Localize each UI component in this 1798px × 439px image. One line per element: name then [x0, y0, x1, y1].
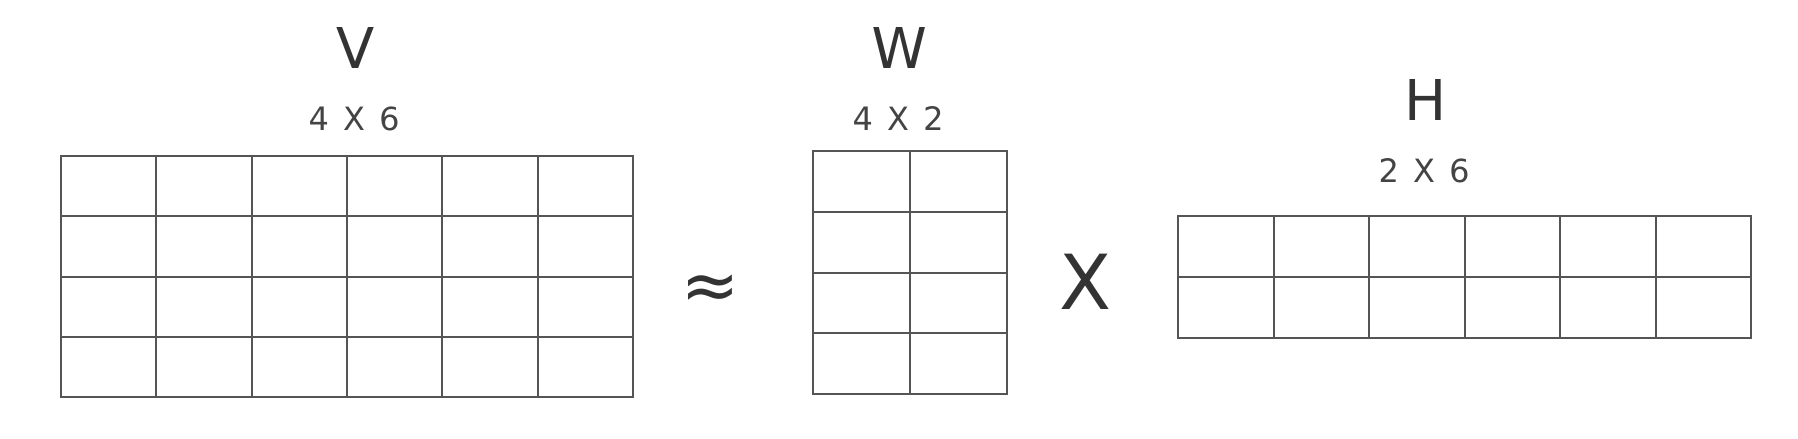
matrix-h-cell [1179, 217, 1275, 278]
matrix-v-cell [157, 337, 253, 398]
matrix-v-cell [252, 157, 348, 218]
matrix-w-grid [812, 150, 1008, 395]
matrix-v-cell [157, 217, 253, 278]
matrix-v-cell [443, 217, 539, 278]
matrix-h-grid [1177, 215, 1752, 339]
matrix-v-cell [348, 217, 444, 278]
matrix-h-cell [1274, 278, 1370, 339]
matrix-h-cell [1561, 217, 1657, 278]
matrix-v-cell [157, 277, 253, 338]
approx-operator: ≈ [680, 244, 740, 326]
matrix-v-cell [62, 277, 158, 338]
matrix-h-cell [1274, 217, 1370, 278]
matrix-w-title: W [871, 17, 927, 82]
matrix-v-cell [62, 217, 158, 278]
matrix-h-cell [1370, 217, 1466, 278]
matrix-w-dimensions: 4 X 2 [852, 100, 946, 138]
matrix-v-title: V [335, 17, 375, 82]
matrix-h-cell [1656, 278, 1752, 339]
matrix-v-cell [62, 337, 158, 398]
matrix-h-cell [1656, 217, 1752, 278]
matrix-h-cell [1465, 278, 1561, 339]
matrix-w-cell [911, 273, 1008, 335]
matrix-v-cell [252, 337, 348, 398]
matrix-v-cell [348, 157, 444, 218]
matrix-v-cell [538, 337, 634, 398]
matrix-v-cell [348, 337, 444, 398]
matrix-v-cell [443, 277, 539, 338]
matrix-v-cell [538, 157, 634, 218]
matrix-w-cell [814, 273, 911, 335]
matrix-v-cell [157, 157, 253, 218]
matrix-w-cell [911, 212, 1008, 274]
matrix-v-cell [348, 277, 444, 338]
matrix-v-cell [62, 157, 158, 218]
matrix-v-cell [538, 277, 634, 338]
matrix-v-cell [538, 217, 634, 278]
matrix-w-cell [911, 334, 1008, 395]
matrix-w-cell [814, 212, 911, 274]
matrix-h-cell [1465, 217, 1561, 278]
matrix-v-cell [252, 277, 348, 338]
matrix-h-cell [1561, 278, 1657, 339]
matrix-v-cell [443, 337, 539, 398]
matrix-w-cell [814, 334, 911, 395]
matrix-h-cell [1179, 278, 1275, 339]
matrix-h-title: H [1403, 69, 1447, 134]
multiply-operator: X [1058, 238, 1112, 327]
matrix-v-cell [443, 157, 539, 218]
matrix-w-cell [814, 152, 911, 213]
matrix-h-dimensions: 2 X 6 [1378, 152, 1472, 190]
matrix-w-cell [911, 152, 1008, 213]
matrix-v-grid [60, 155, 634, 398]
matrix-v-cell [252, 217, 348, 278]
matrix-h-cell [1370, 278, 1466, 339]
matrix-v-dimensions: 4 X 6 [308, 100, 402, 138]
